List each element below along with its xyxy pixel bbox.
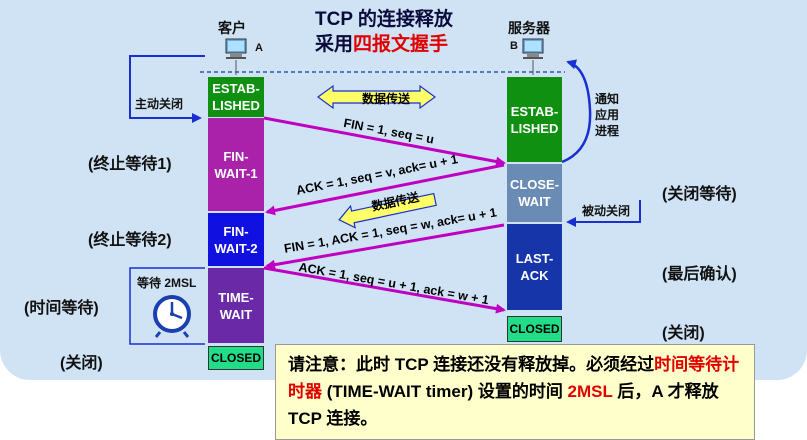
- right-label-closed: (关闭): [662, 325, 705, 342]
- note-part2: (TIME-WAIT timer) 设置的时间: [322, 382, 568, 401]
- note-highlight2: 2MSL: [567, 382, 613, 401]
- server-label: 服务器: [508, 20, 550, 36]
- active-close-arrow: [129, 55, 205, 123]
- subtitle-highlight: 四报文握手: [353, 34, 449, 55]
- server-computer-icon: [522, 38, 544, 59]
- server-state-last-ack: LAST-ACK: [507, 224, 562, 310]
- message-arrow-ack1: [265, 163, 505, 216]
- message-arrow-fin1: [263, 116, 506, 167]
- message-arrow-fin2: [265, 223, 505, 270]
- note-part3: 后，A 才释放 TCP 连接。: [288, 382, 719, 428]
- left-label-fin-wait-1: (终止等待1): [88, 156, 172, 173]
- notify-app-label-2: 应用: [595, 108, 620, 122]
- client-label: 客户: [218, 20, 246, 36]
- diagram-panel: [0, 0, 807, 380]
- client-state-fin-wait-2: FIN-WAIT-2: [208, 213, 264, 266]
- left-label-closed: (关闭): [60, 355, 103, 372]
- diagram-subtitle: 采用四报文握手: [315, 29, 448, 56]
- message-arrow-ack2: [263, 266, 506, 314]
- subtitle-prefix: 采用: [315, 34, 354, 55]
- data-transfer-arrow-top: [316, 84, 437, 110]
- server-id: B: [510, 40, 518, 52]
- notify-app-label-3: 进程: [595, 124, 620, 138]
- notify-app-arrow: [561, 59, 592, 164]
- client-state-established: ESTAB-LISHED: [208, 77, 264, 117]
- diagram-title: TCP 的连接释放: [315, 9, 453, 30]
- notify-app-label-1: 通知: [595, 92, 620, 106]
- passive-close-label: 被动关闭: [582, 204, 631, 218]
- server-state-closed: CLOSED: [507, 316, 562, 342]
- left-label-time-wait: (时间等待): [24, 300, 99, 317]
- active-close-label: 主动关闭: [135, 97, 184, 111]
- clock-icon: [153, 295, 191, 338]
- wait-2msl-label: 等待 2MSL: [137, 276, 197, 290]
- note-part1: 请注意：此时 TCP 连接还没有释放掉。必须经过: [288, 355, 655, 374]
- right-label-last-ack: (最后确认): [662, 266, 737, 283]
- data-transfer-label-top: 数据传送: [362, 92, 411, 106]
- client-state-fin-wait-1: FIN-WAIT-1: [208, 118, 264, 211]
- right-label-close-wait: (关闭等待): [662, 186, 737, 203]
- client-computer-icon: [225, 38, 247, 59]
- note-highlight1: 时间等待计时器: [288, 355, 740, 401]
- wait-2msl-bracket: [129, 267, 205, 345]
- left-label-fin-wait-2: (终止等待2): [88, 232, 172, 249]
- passive-close-arrow: [566, 200, 641, 227]
- note-box: 请注意：此时 TCP 连接还没有释放掉。必须经过时间等待计时器 (TIME-WA…: [275, 344, 755, 440]
- client-state-closed: CLOSED: [208, 346, 264, 370]
- client-state-time-wait: TIME-WAIT: [208, 268, 264, 343]
- client-id: A: [255, 42, 263, 54]
- server-state-close-wait: CLOSE-WAIT: [507, 164, 562, 222]
- data-transfer-arrow-middle: [338, 192, 437, 229]
- server-state-established: ESTAB-LISHED: [507, 77, 562, 162]
